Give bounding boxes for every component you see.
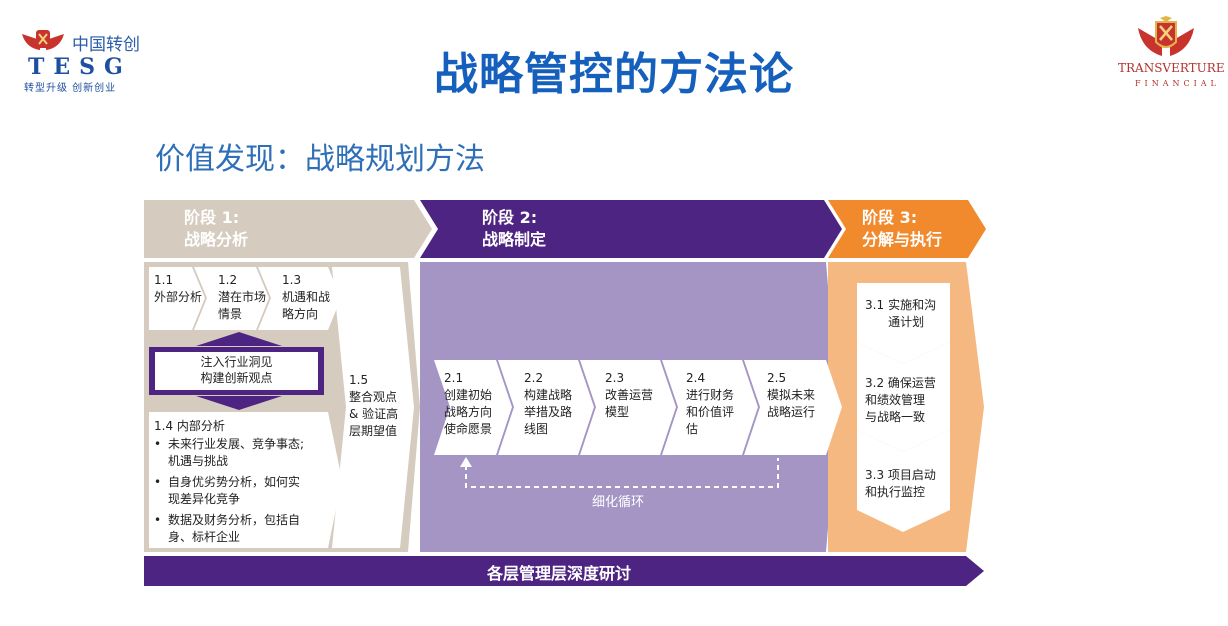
step-2-3: 2.3 改善运营 模型 [605,370,653,421]
step-1-3-text: 机遇和战 略方向 [282,290,331,321]
step-2-2-shape [498,360,594,455]
step-1-1: 1.1 外部分析 [154,272,202,306]
step-2-2: 2.2 构建战略 举措及路 线图 [524,370,572,438]
step-2-2-num: 2.2 [524,371,544,385]
step-1-5-text: 整合观点 & 验证高 层期望值 [349,390,399,438]
loop-label: 细化循环 [592,495,645,510]
stage3-header: 阶段 3: 分解与执行 [862,207,942,251]
step-3-3: 3.3 项目启动 和执行监控 [865,467,936,501]
stage1-label: 阶段 1: [184,208,240,227]
loop-line [465,458,779,488]
step-3-3-text: 项目启动 和执行监控 [865,468,936,499]
step-1-1-num: 1.1 [154,273,174,287]
step-1-2-text: 潜在市场 情景 [218,290,267,321]
stage2-name: 战略制定 [482,230,547,249]
internal-item-1: • 未来行业发展、竞争事态; 机遇与挑战 [154,437,305,468]
step-3-3-shape [857,430,950,532]
insight-arrow-up [196,332,282,346]
insight-arrow-down [196,396,282,410]
step-2-4-num: 2.4 [686,371,706,385]
stage1-header: 阶段 1: 战略分析 [184,207,248,251]
step-3-2-text: 确保运营 和绩效管理 与战略一致 [865,376,936,424]
logo-right-name: TRANSVERTURE [1118,61,1225,75]
step-3-1: 3.1 实施和沟 通计划 [865,297,948,331]
page-title: 战略管控的方法论 [434,49,794,100]
step-2-3-text: 改善运营 模型 [605,388,654,419]
step-2-1-shape [434,360,512,455]
step-2-2-text: 构建战略 举措及路 线图 [524,388,573,436]
step-1-3-shape [258,267,341,330]
step-1-5-num: 1.5 [349,373,369,387]
step-2-4: 2.4 进行财务 和价值评 估 [686,370,734,438]
internal-item-2: • 自身优劣势分析，如何实 现差异化竞争 [154,475,301,506]
stage3-label: 阶段 3: [862,208,918,227]
logo-left-slogan: 转型升级 创新创业 [24,83,117,94]
logo-right-sub: FINANCIAL [1135,79,1220,88]
stage2-header-shape [420,200,842,258]
step-2-1-text: 创建初始 战略方向 使命愿景 [444,388,493,436]
step-1-1-shape [149,267,205,330]
step-3-2-num: 3.2 [865,376,885,390]
step-1-3: 1.3 机遇和战 略方向 [282,272,330,323]
step-3-2-shape [857,342,950,452]
insight-text: 注入行业洞见 构建创新观点 [200,355,273,385]
footer-bar [144,556,984,586]
internal-analysis-title: 1.4 内部分析 [154,419,225,433]
step-3-2: 3.2 确保运营 和绩效管理 与战略一致 [865,375,936,426]
tesg-emblem-icon [22,30,64,50]
internal-analysis: 1.4 内部分析 • 未来行业发展、竞争事态; 机遇与挑战 • 自身优劣势分析，… [154,418,334,546]
bullet-icon: • [154,475,162,489]
step-2-5-shape [744,360,842,455]
step-2-3-shape [580,360,676,455]
step-1-2: 1.2 潜在市场 情景 [218,272,266,323]
logo-left-cn: 中国转创 [72,35,140,55]
step-2-5: 2.5 模拟未来 战略运行 [767,370,815,421]
step-1-2-num: 1.2 [218,273,238,287]
stage1-header-shape [144,200,432,258]
step-2-3-num: 2.3 [605,371,625,385]
stage2-header: 阶段 2: 战略制定 [482,207,546,251]
bullet-icon: • [154,513,162,527]
step-3-3-num: 3.3 [865,468,885,482]
page-subtitle: 价值发现：战略规划方法 [155,142,485,177]
step-2-4-text: 进行财务 和价值评 估 [686,388,735,436]
stage2-label: 阶段 2: [482,208,538,227]
transverture-crest-icon [1138,16,1194,56]
step-3-1-num: 3.1 [865,298,885,312]
step-2-5-text: 模拟未来 战略运行 [767,388,816,419]
step-1-5: 1.5 整合观点 & 验证高 层期望值 [349,372,398,440]
step-3-1-shape [857,283,950,364]
step-1-5-shape [332,267,414,548]
step-1-3-num: 1.3 [282,273,302,287]
step-1-1-text: 外部分析 [154,290,203,304]
stage3-name: 分解与执行 [862,230,943,249]
bullet-icon: • [154,437,162,451]
loop-arrow-head [460,457,472,467]
footer-text: 各层管理层深度研讨 [486,564,631,583]
logo-left-en: TESG [28,54,132,80]
step-3-1-text: 实施和沟 通计划 [888,298,937,329]
internal-analysis-shape [149,412,342,548]
stage3-header-shape [828,200,986,258]
stage1-name: 战略分析 [184,230,249,249]
step-2-5-num: 2.5 [767,371,787,385]
step-2-1-num: 2.1 [444,371,464,385]
step-2-4-shape [662,360,758,455]
internal-item-3: • 数据及财务分析，包括自 身、标杆企业 [154,513,301,544]
step-1-2-shape [194,267,269,330]
step-2-1: 2.1 创建初始 战略方向 使命愿景 [444,370,492,438]
